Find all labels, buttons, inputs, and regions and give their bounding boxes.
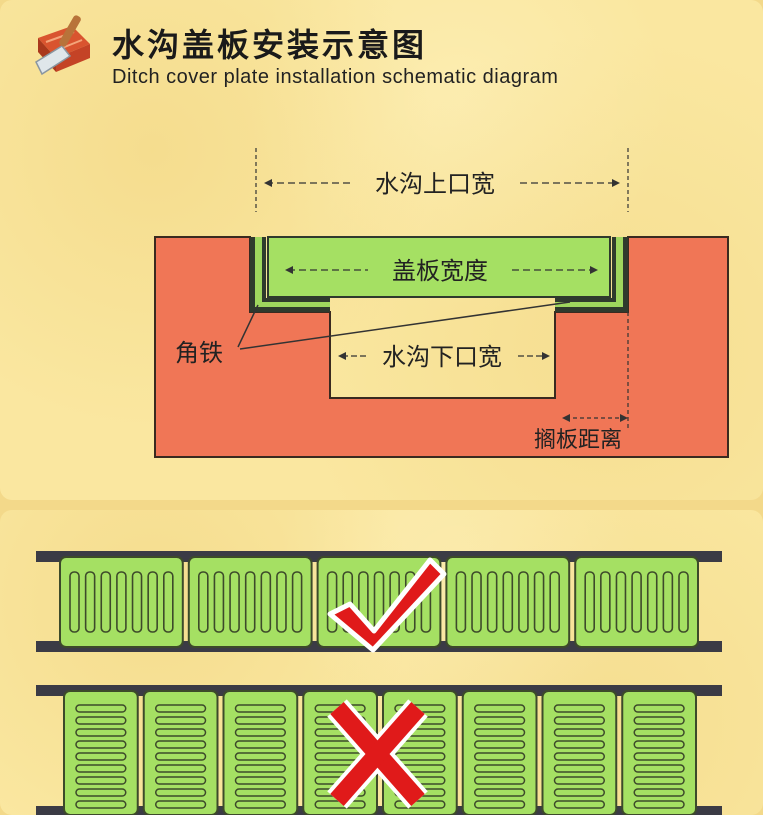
grate-plate [142,690,219,815]
grate-plate [461,690,538,815]
ditch-cross-section: 水沟上口宽 盖板宽度 水沟下口宽 角铁 搁板距离 [154,148,729,458]
brick-trowel-icon [35,15,90,76]
rail-bottom-incorrect [36,806,722,815]
grate-plate [621,690,697,815]
rail-top-incorrect [36,685,722,696]
grate-plate [187,556,313,648]
label-rest-distance: 搁板距离 [534,428,622,453]
cover-plate [267,236,611,298]
grate-plate [222,690,299,815]
schematic-panel: 水沟盖板安装示意图 Ditch cover plate installation… [0,0,763,500]
page-subtitle: Ditch cover plate installation schematic… [112,66,559,88]
examples-panel [0,510,763,815]
label-bottom-width: 水沟下口宽 [382,343,502,371]
grate-plate [445,556,571,648]
grate-plate [59,556,184,648]
grate-plate [574,556,700,648]
label-angle-iron: 角铁 [175,339,223,367]
installation-examples [36,551,722,815]
grate-plate [541,690,618,815]
check-mark-icon [327,557,447,653]
label-top-width: 水沟上口宽 [375,170,495,198]
cross-mark-icon [327,699,428,809]
page-title: 水沟盖板安装示意图 [112,26,428,64]
grate-plate [63,690,139,815]
label-plate-width: 盖板宽度 [392,257,488,285]
